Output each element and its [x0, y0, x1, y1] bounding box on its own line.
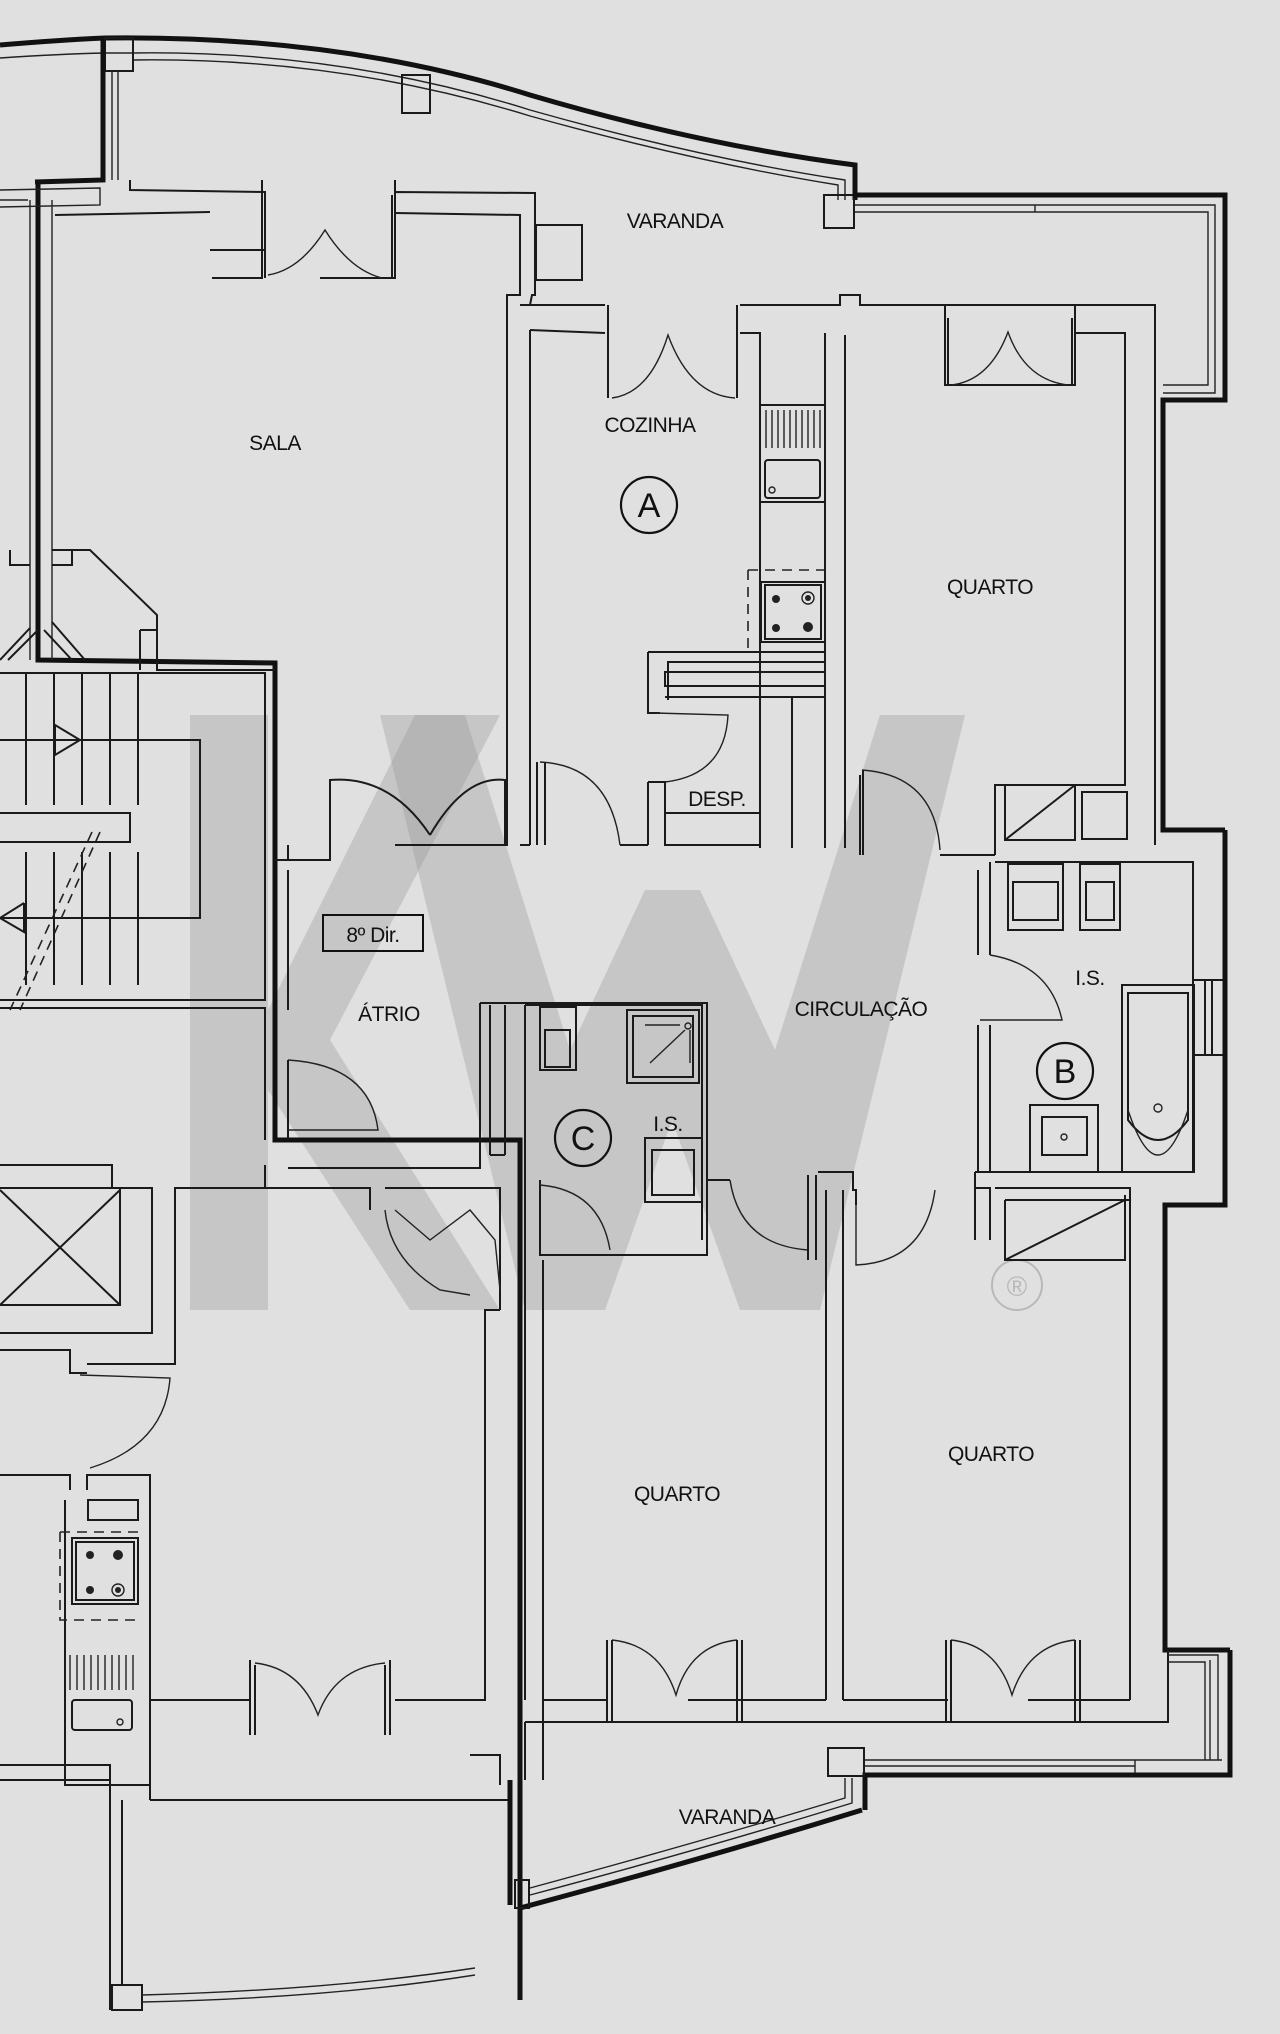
bedrooms-south-walls: [514, 1171, 1233, 1911]
neighbour-apartment-walls: [0, 1187, 513, 2011]
room-label-atrio: ÁTRIO: [358, 1003, 420, 1026]
kitchen-walls: [520, 294, 1156, 855]
marker-b: B: [1054, 1053, 1077, 1091]
room-label-varanda-top: VARANDA: [627, 210, 724, 233]
room-label-cozinha: COZINHA: [605, 414, 696, 437]
floor-tag-box: [322, 914, 424, 952]
marker-c: C: [571, 1120, 596, 1158]
marker-b-circle-icon: [1035, 1041, 1095, 1101]
varanda-top-structure: [0, 35, 1228, 833]
section-markers: A B C: [553, 475, 1095, 1168]
room-label-is-b: I.S.: [1075, 967, 1105, 990]
room-label-quarto-se: QUARTO: [948, 1443, 1034, 1466]
room-label-quarto-s: QUARTO: [634, 1483, 720, 1506]
room-labels: SALA VARANDA COZINHA QUARTO DESP. ÁTRIO …: [249, 210, 1105, 1829]
room-label-desp: DESP.: [688, 788, 746, 811]
room-label-is-c: I.S.: [653, 1113, 683, 1136]
floor-tag: 8º Dir.: [346, 924, 399, 947]
building-core-walls: [0, 180, 536, 2000]
registered-mark: ®: [1007, 1271, 1028, 1302]
watermark-logo: ®: [190, 715, 1043, 1311]
room-label-circulacao: CIRCULAÇÃO: [795, 997, 928, 1021]
room-label-quarto-ne: QUARTO: [947, 576, 1033, 599]
atrio-walls: 8º Dir.: [287, 778, 708, 1260]
marker-c-circle-icon: [553, 1108, 613, 1168]
room-label-sala: SALA: [249, 432, 301, 455]
bathroom-b-walls: [940, 830, 1230, 1653]
marker-a: A: [638, 487, 661, 525]
marker-a-circle-icon: [619, 475, 679, 535]
room-label-varanda-bottom: VARANDA: [679, 1806, 776, 1829]
